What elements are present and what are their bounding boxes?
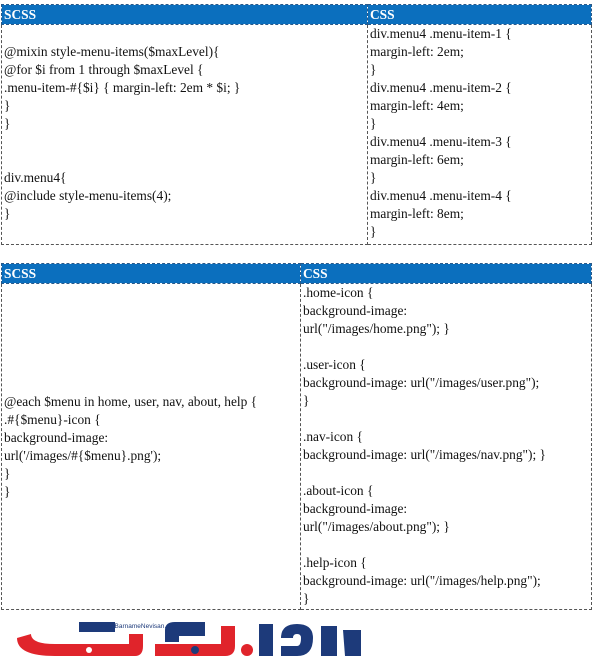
code-line bbox=[303, 536, 591, 554]
code-line: margin-left: 8em; bbox=[370, 206, 464, 221]
code-line: } bbox=[4, 465, 11, 481]
code-line: @for $i from 1 through $maxLevel { bbox=[4, 62, 204, 77]
code-line: margin-left: 2em; bbox=[370, 44, 464, 59]
code-line: @each $menu in home, user, nav, about, h… bbox=[4, 393, 258, 409]
code-line bbox=[4, 151, 367, 169]
scss-css-table-1: SCSS CSS @mixin style-menu-items($maxLev… bbox=[1, 4, 592, 245]
code-line bbox=[4, 133, 367, 151]
code-line bbox=[303, 464, 591, 482]
code-line: div.menu4 .menu-item-4 { bbox=[370, 188, 512, 203]
header-scss: SCSS bbox=[1, 4, 368, 25]
logo-url-text: www.BarnameNevisan.org bbox=[98, 623, 176, 630]
css-code-cell: div.menu4 .menu-item-1 { margin-left: 2em… bbox=[367, 24, 592, 245]
header-scss: SCSS bbox=[1, 263, 301, 284]
header-css: CSS bbox=[300, 263, 592, 284]
code-line: div.menu4 .menu-item-2 { bbox=[370, 80, 512, 95]
code-line: @include style-menu-items(4); bbox=[4, 188, 172, 203]
header-css: CSS bbox=[367, 4, 592, 25]
code-line: url('/images/#{$menu}.png'); bbox=[4, 447, 162, 463]
scss-code-cell: @each $menu in home, user, nav, about, h… bbox=[1, 283, 301, 610]
code-line: background-image: url("/images/user.png"… bbox=[303, 375, 540, 390]
code-line bbox=[303, 338, 591, 356]
css-code-block: div.menu4 .menu-item-1 { margin-left: 2em… bbox=[370, 26, 591, 242]
code-line: background-image: url("/images/nav.png")… bbox=[303, 447, 546, 462]
site-logo: www.BarnameNevisan.org bbox=[15, 616, 365, 660]
code-line bbox=[303, 410, 591, 428]
code-line: } bbox=[303, 393, 310, 408]
code-line: background-image: url("/images/help.png"… bbox=[303, 573, 541, 588]
code-line: } bbox=[370, 170, 377, 185]
code-line: } bbox=[4, 98, 11, 113]
scss-code-cell: @mixin style-menu-items($maxLevel){ @for … bbox=[1, 24, 368, 245]
code-line: .#{$menu}-icon { bbox=[4, 411, 101, 427]
code-line: .nav-icon { bbox=[303, 429, 363, 444]
logo-graphic: www.BarnameNevisan.org bbox=[17, 622, 361, 656]
code-line: .home-icon { bbox=[303, 285, 374, 300]
code-line: background-image: bbox=[4, 429, 109, 445]
scss-code-block: @each $menu in home, user, nav, about, h… bbox=[4, 393, 300, 501]
code-line: } bbox=[4, 116, 11, 131]
code-line: } bbox=[4, 206, 11, 221]
code-line: background-image: bbox=[303, 303, 408, 318]
code-line: .about-icon { bbox=[303, 483, 374, 498]
code-line: } bbox=[370, 62, 377, 77]
code-line: div.menu4 .menu-item-3 { bbox=[370, 134, 512, 149]
scss-code-block: @mixin style-menu-items($maxLevel){ @for … bbox=[4, 43, 367, 223]
code-line: } bbox=[370, 116, 377, 131]
code-line: } bbox=[4, 483, 11, 499]
css-code-block: .home-icon { background-image: url("/image… bbox=[303, 285, 591, 609]
code-line: } bbox=[303, 591, 310, 606]
code-line: div.menu4{ bbox=[4, 170, 67, 185]
code-line: url("/images/home.png"); } bbox=[303, 321, 450, 336]
code-line: margin-left: 6em; bbox=[370, 152, 464, 167]
code-line: .menu-item-#{$i} { margin-left: 2em * $i… bbox=[4, 80, 241, 95]
code-line: margin-left: 4em; bbox=[370, 98, 464, 113]
code-line: .user-icon { bbox=[303, 357, 366, 372]
code-line: } bbox=[370, 224, 377, 239]
code-line: .help-icon { bbox=[303, 555, 367, 570]
code-line: url("/images/about.png"); } bbox=[303, 519, 450, 534]
code-line: @mixin style-menu-items($maxLevel){ bbox=[4, 44, 220, 59]
code-line: div.menu4 .menu-item-1 { bbox=[370, 26, 512, 41]
css-code-cell: .home-icon { background-image: url("/image… bbox=[300, 283, 592, 610]
code-line: background-image: bbox=[303, 501, 408, 516]
scss-css-table-2: SCSS CSS @each $menu in home, user, nav,… bbox=[1, 263, 592, 610]
